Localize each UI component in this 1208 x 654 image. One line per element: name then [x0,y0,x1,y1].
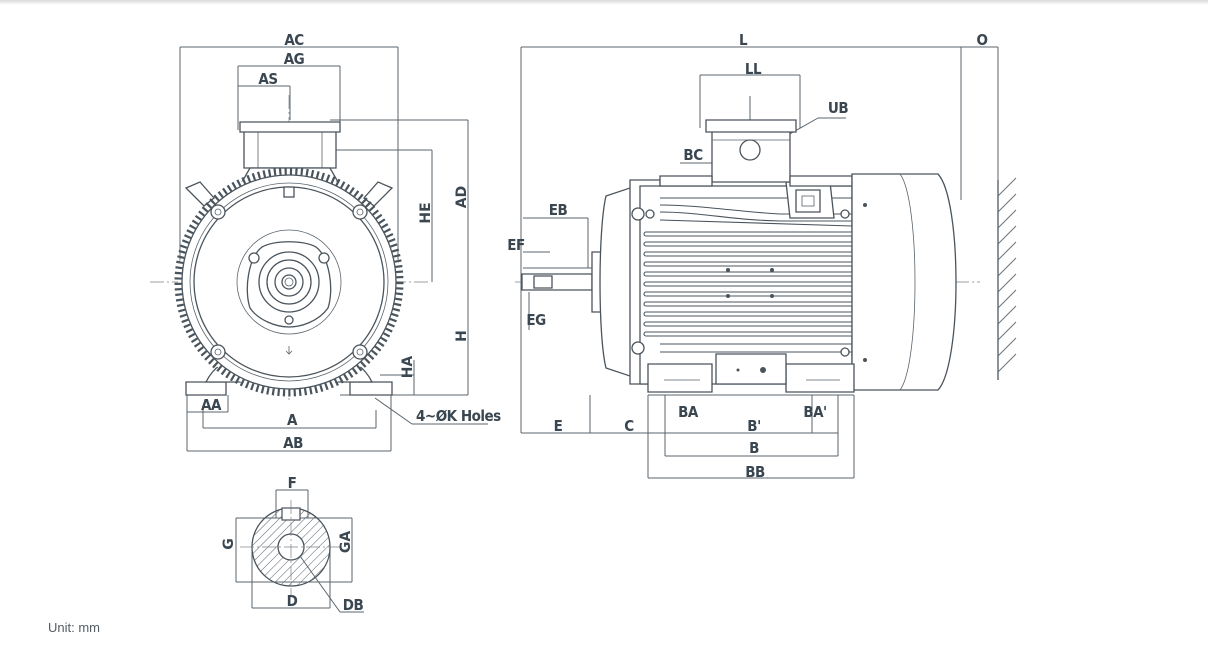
label-ga: GA [338,531,354,553]
label-ll: LL [745,60,762,78]
label-ha: HA [400,356,416,379]
label-eg: EG [526,311,546,329]
label-d: D [287,592,298,610]
label-ub: UB [828,99,848,117]
label-b-prime: B' [747,417,760,435]
label-ef: EF [507,236,525,254]
label-g: G [221,538,237,550]
label-b: B [749,439,759,457]
shaft-section-view: F G GA D DB [221,474,364,614]
front-view: AC AG AS HE AD H HA AA A AB 4~ØK Holes [150,31,502,452]
label-a: A [287,411,298,429]
label-aa: AA [201,396,222,414]
label-eb: EB [549,201,568,219]
label-ab: AB [283,434,303,452]
label-as: AS [258,70,277,88]
label-ba: BA [678,403,699,421]
label-bc: BC [683,146,703,164]
label-he: HE [418,202,434,223]
label-l: L [739,31,748,49]
label-ac: AC [284,31,304,49]
label-h: H [454,330,470,342]
unit-note: Unit: mm [48,620,100,635]
label-holes: 4~ØK Holes [416,407,501,425]
label-db: DB [343,596,364,614]
label-o: O [977,31,988,49]
label-bb: BB [745,463,765,481]
label-ba-prime: BA' [803,403,826,421]
label-f: F [288,474,297,492]
label-e: E [554,417,563,435]
label-ad: AD [454,186,470,208]
side-view: L O LL UB BC EB EF EG BA BA' E C B' B BB [507,31,1017,481]
label-ag: AG [284,50,305,68]
top-shadow-bar [0,0,1208,5]
label-c: C [624,417,634,435]
